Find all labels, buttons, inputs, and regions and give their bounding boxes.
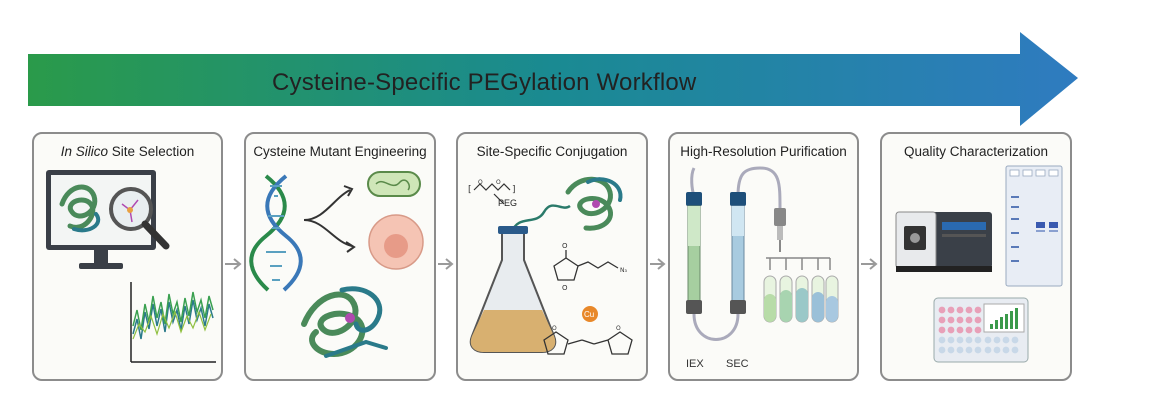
mammalian-cell-icon <box>368 214 424 270</box>
workflow-banner-arrow <box>28 32 1078 127</box>
well-plate-icon <box>933 297 1029 363</box>
mass-spectrometer-icon <box>895 211 992 272</box>
mutant-engineering-illustration <box>249 171 424 358</box>
protein-structure-icon <box>301 286 388 358</box>
svg-text:O: O <box>496 179 501 186</box>
svg-text:O: O <box>552 325 557 332</box>
characterization-illustration <box>895 165 1063 363</box>
fraction-tubes-icon <box>763 257 839 323</box>
peg-chain-icon: [ O O ] <box>468 179 516 205</box>
step-panel-characterization: Quality Characterization <box>880 132 1072 381</box>
step-panel-conjugation: Site-Specific Conjugation [ O O ] PEG <box>456 132 648 381</box>
sec-column-icon <box>730 192 746 314</box>
connector-arrow-4 <box>861 258 878 270</box>
step-title-italic: In Silico <box>60 144 108 159</box>
peg-tether-line <box>510 204 571 233</box>
dna-double-helix-icon <box>249 174 303 292</box>
diagram-title: Cysteine-Specific PEGylation Workflow <box>272 69 697 96</box>
iex-inlet-tubing <box>690 167 696 197</box>
connector-arrow-1 <box>225 258 242 270</box>
maleimide-icon: O O N₃ <box>553 242 627 292</box>
flow-detector-icon <box>774 208 786 252</box>
peg-label: PEG <box>498 198 517 208</box>
banner-arrow-shape <box>28 32 1078 126</box>
svg-text:]: ] <box>512 185 516 195</box>
step-panel-site-selection: In Silico Site Selection <box>32 132 223 381</box>
svg-text:O: O <box>616 325 621 332</box>
bar-chart-icon <box>983 303 1025 333</box>
step-title-rest: Site Selection <box>107 144 195 159</box>
iex-column-icon <box>686 192 702 314</box>
step-title-mutant-engineering: Cysteine Mutant Engineering <box>253 144 427 159</box>
copper-catalyst-icon: Cu <box>582 306 598 322</box>
step-panel-mutant-engineering: Cysteine Mutant Engineering <box>244 132 436 381</box>
svg-text:O: O <box>478 179 483 186</box>
conjugation-illustration: [ O O ] PEG O O <box>468 176 633 355</box>
connector-arrow-2 <box>438 258 454 270</box>
step-title-site-selection: In Silico Site Selection <box>34 144 221 159</box>
connecting-tubing <box>736 166 782 209</box>
svg-text:O: O <box>562 284 568 292</box>
md-trajectory-plot-icon <box>130 282 216 363</box>
sec-column-label: SEC <box>726 358 749 370</box>
magnifier-icon <box>109 187 170 250</box>
branch-arrows-icon <box>303 185 356 253</box>
step-panel-purification: High-Resolution Purification <box>668 132 859 381</box>
erlenmeyer-flask-icon <box>469 226 557 353</box>
protein-structure-icon <box>59 184 101 233</box>
site-selection-illustration <box>46 170 216 363</box>
bacterial-cell-icon <box>367 171 421 197</box>
outlet-tubing <box>692 313 740 341</box>
svg-text:N₃: N₃ <box>620 267 627 274</box>
purification-illustration <box>686 166 839 341</box>
iex-column-label: IEX <box>686 358 704 370</box>
step-title-purification: High-Resolution Purification <box>680 144 847 159</box>
step-title-characterization: Quality Characterization <box>903 144 1049 159</box>
step-title-conjugation: Site-Specific Conjugation <box>476 144 628 159</box>
bis-maleimide-icon: O O <box>543 325 633 355</box>
protein-structure-icon <box>565 176 623 231</box>
connector-arrow-3 <box>650 258 666 270</box>
sds-page-gel-icon <box>1005 165 1063 287</box>
svg-text:O: O <box>562 242 568 250</box>
svg-text:[: [ <box>468 185 472 195</box>
copper-label: Cu <box>584 310 594 319</box>
